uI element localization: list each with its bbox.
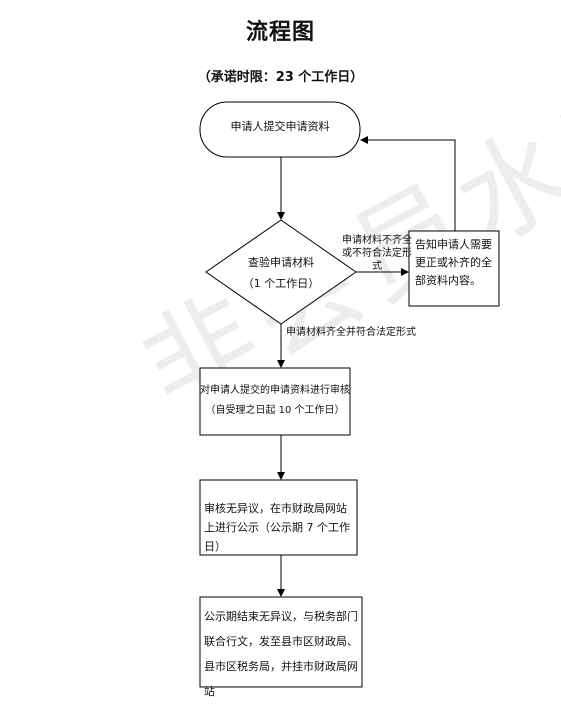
edge-label-complete: 申请材料齐全并符合法定形式 xyxy=(286,327,416,338)
check-decision-shape xyxy=(205,219,357,325)
review-box-shape xyxy=(199,367,351,436)
review-node-title: 对申请人提交的申请资料进行审核 xyxy=(200,385,350,396)
publicize-node-label: 审核无异议，在市财政局网站上进行公示（公示期 7 个工作日） xyxy=(204,502,350,553)
arrow-notify-to-start xyxy=(360,136,456,231)
check-node-title: 查验申请材料 xyxy=(248,256,314,269)
start-terminator-shape xyxy=(199,101,361,158)
final-box-shape xyxy=(199,596,363,688)
page-title: 流程图 xyxy=(245,20,315,45)
check-node-duration: （1 个工作日） xyxy=(242,277,320,290)
review-node-duration: （自受理之日起 10 个工作日） xyxy=(205,405,345,416)
notify-node-label: 告知申请人需要更正或补齐的全部资料内容。 xyxy=(415,238,492,287)
notify-box-shape xyxy=(408,230,500,307)
final-node-label: 公示期结束无异议，与税务部门联合行文，发至县市区财政局、县市区税务局，并挂市财政… xyxy=(204,610,358,698)
edge-label-incomplete: 申请材料不齐全或不符合法定形式 xyxy=(342,235,412,272)
publicize-box-shape xyxy=(199,479,358,556)
start-node-label: 申请人提交申请资料 xyxy=(230,120,330,133)
page-subtitle: （承诺时限：23 个工作日） xyxy=(197,70,364,85)
